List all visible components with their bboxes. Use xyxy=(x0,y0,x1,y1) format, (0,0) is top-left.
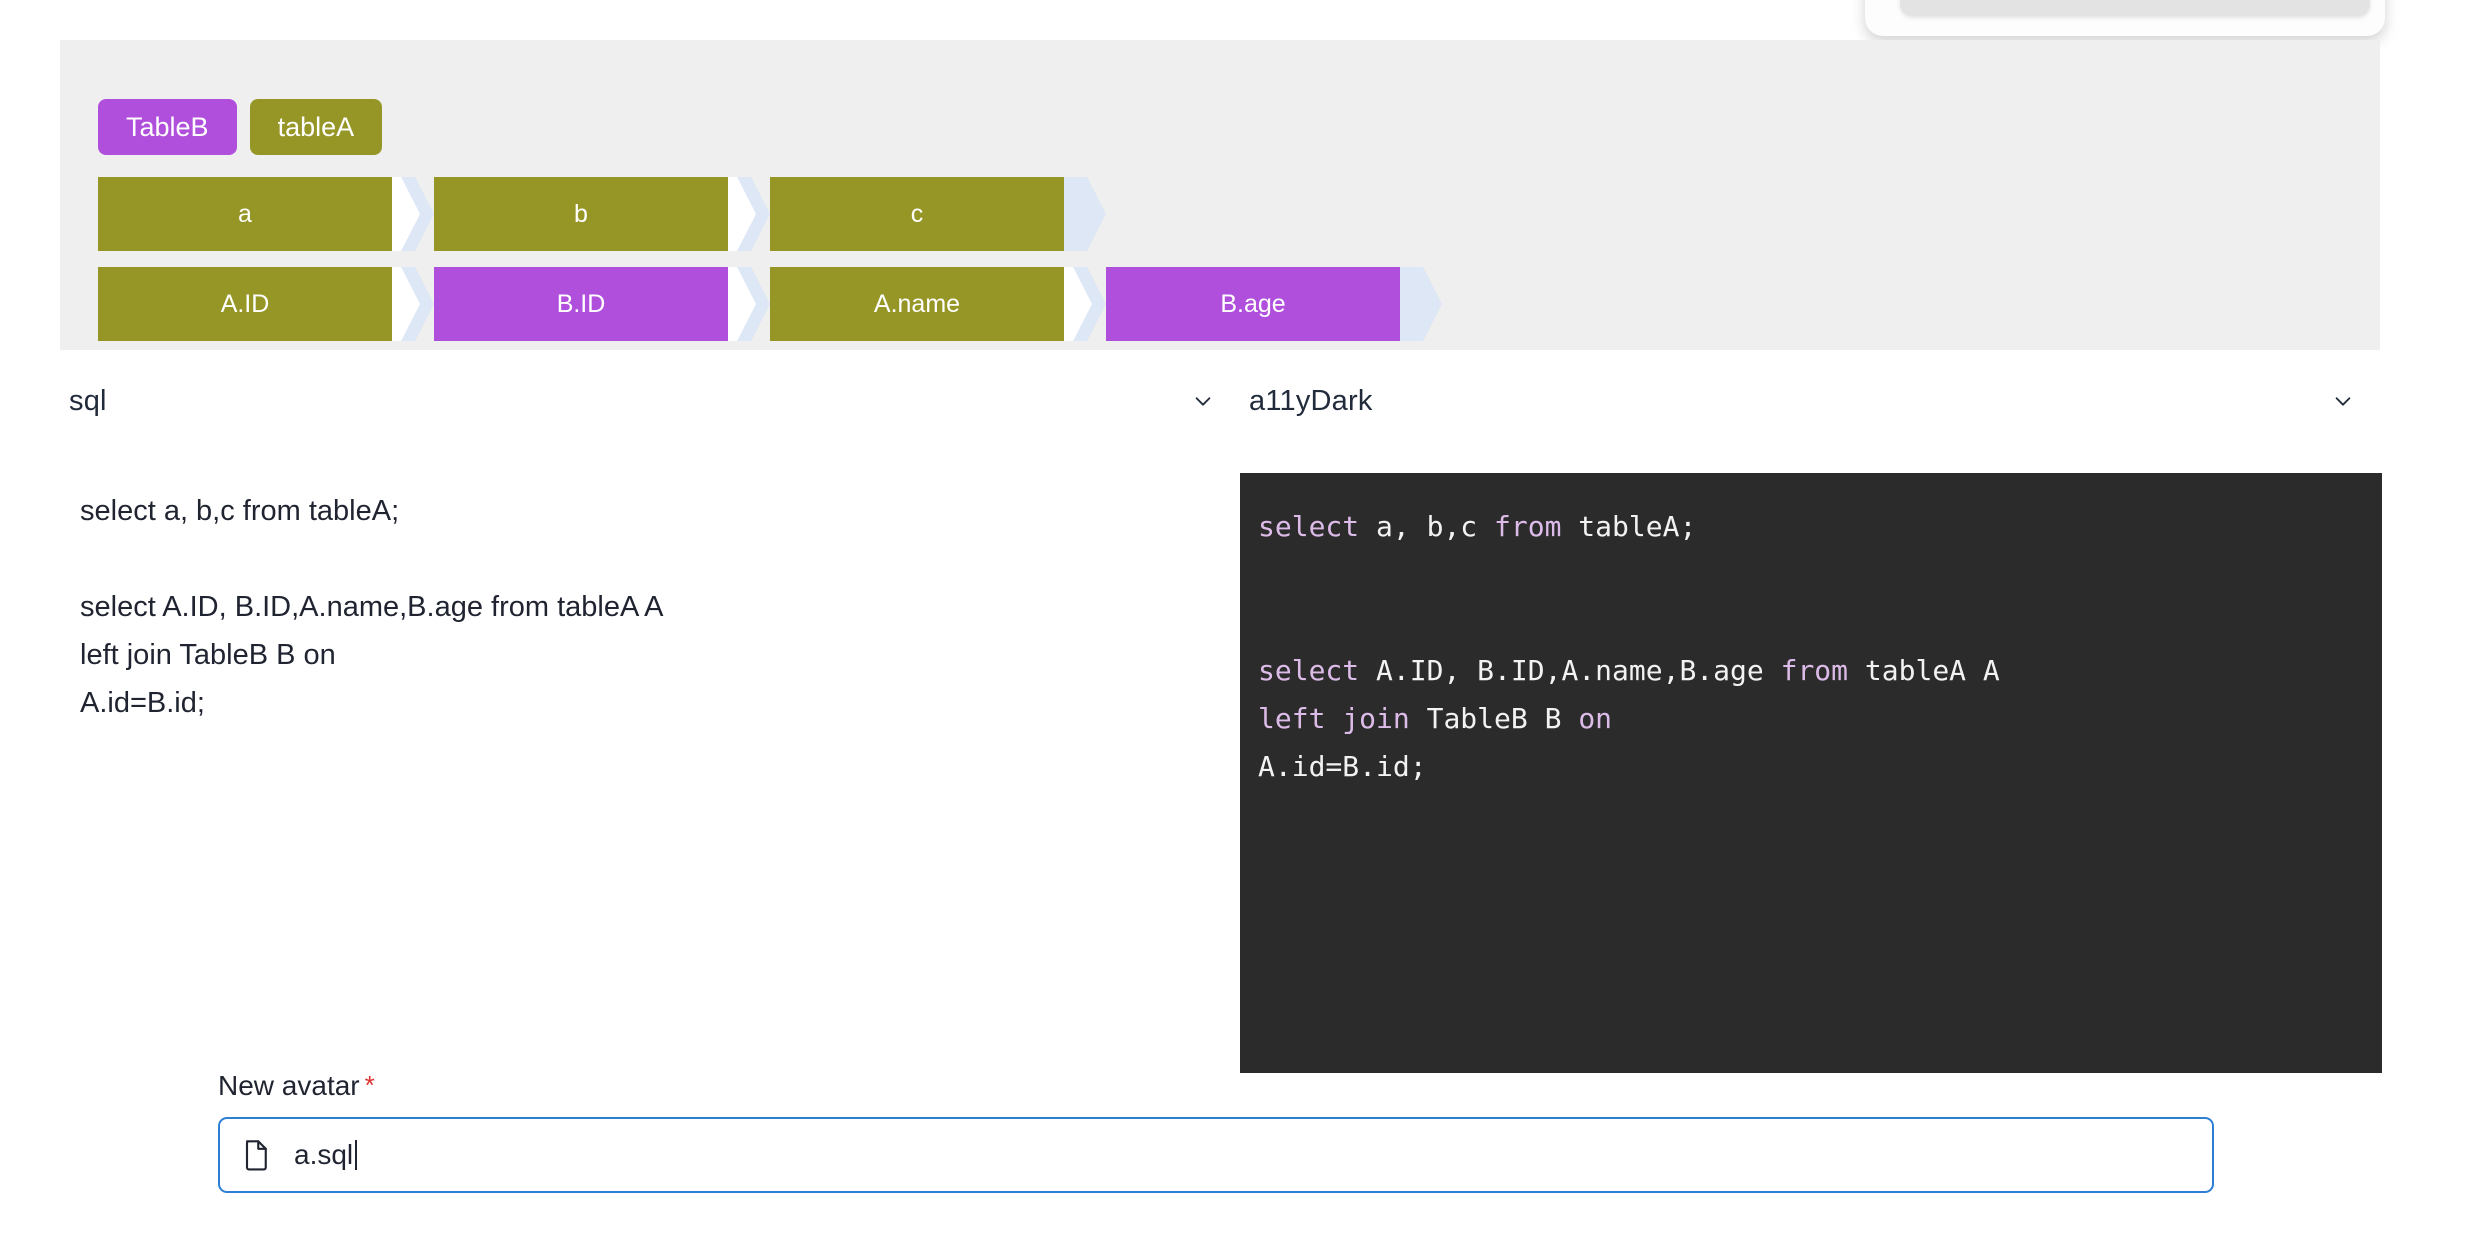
upload-label-row: New avatar* xyxy=(218,1070,2218,1117)
chevron-segment-a[interactable]: a xyxy=(98,177,392,251)
chevron-segment-label: a xyxy=(238,199,252,228)
chevron-segment-b-age[interactable]: B.age xyxy=(1106,267,1400,341)
chevron-segment-label: b xyxy=(574,199,588,228)
chevron-down-icon[interactable] xyxy=(2332,390,2354,412)
chevron-segment-a-name[interactable]: A.name xyxy=(770,267,1064,341)
language-select-value: sql xyxy=(69,384,107,417)
chevron-arrow-icon xyxy=(728,267,770,341)
text-caret xyxy=(355,1140,358,1170)
theme-select-value: a11yDark xyxy=(1249,384,1373,417)
table-pill-tablea[interactable]: tableA xyxy=(249,99,383,155)
chevron-arrow-icon xyxy=(728,177,770,251)
chevron-down-icon[interactable] xyxy=(1192,390,1214,412)
file-upload-input[interactable]: a.sql xyxy=(218,1117,2214,1193)
columns-row: a b c xyxy=(98,177,1106,251)
file-icon xyxy=(242,1138,272,1172)
chevron-segment-b-id[interactable]: B.ID xyxy=(434,267,728,341)
chevron-segment-label: c xyxy=(910,199,924,228)
table-pill-label: TableB xyxy=(126,112,209,142)
join-columns-row: A.ID B.ID A.name B.age xyxy=(98,267,1442,341)
chevron-segment-a-id[interactable]: A.ID xyxy=(98,267,392,341)
breadcrumb-stage: TableB tableA a b c A.ID xyxy=(60,40,2380,350)
chevron-arrow-icon xyxy=(392,177,434,251)
chevron-segment-c[interactable]: c xyxy=(770,177,1064,251)
code-preview-panel: select a, b,c from tableA; select A.ID, … xyxy=(1240,473,2382,1073)
upload-label: New avatar xyxy=(218,1070,360,1101)
chevron-arrow-icon xyxy=(1064,267,1106,341)
table-pill-tableb[interactable]: TableB xyxy=(98,99,237,155)
chevron-segment-label: B.age xyxy=(1220,289,1286,318)
table-pill-label: tableA xyxy=(277,112,355,142)
chevron-segment-b[interactable]: b xyxy=(434,177,728,251)
chevron-segment-label: A.ID xyxy=(220,289,270,318)
floating-popover-inner xyxy=(1900,0,2370,16)
selector-bar: sql a11yDark xyxy=(60,363,2380,439)
chevron-arrow-icon xyxy=(392,267,434,341)
file-name-value: a.sql xyxy=(294,1139,354,1170)
chevron-arrow-tail-icon xyxy=(1400,267,1442,341)
chevron-arrow-tail-icon xyxy=(1064,177,1106,251)
plain-sql-text: select a, b,c from tableA; select A.ID, … xyxy=(80,495,664,719)
code-preview-content: select a, b,c from tableA; select A.ID, … xyxy=(1258,510,2000,783)
theme-select[interactable]: a11yDark xyxy=(1240,363,2380,439)
chevron-segment-label: A.name xyxy=(873,289,961,318)
required-marker: * xyxy=(364,1070,375,1100)
table-pill-row: TableB tableA xyxy=(98,99,383,155)
chevron-segment-label: B.ID xyxy=(556,289,606,318)
upload-field-group: New avatar* a.sql xyxy=(218,1070,2218,1193)
language-select[interactable]: sql xyxy=(60,363,1240,439)
